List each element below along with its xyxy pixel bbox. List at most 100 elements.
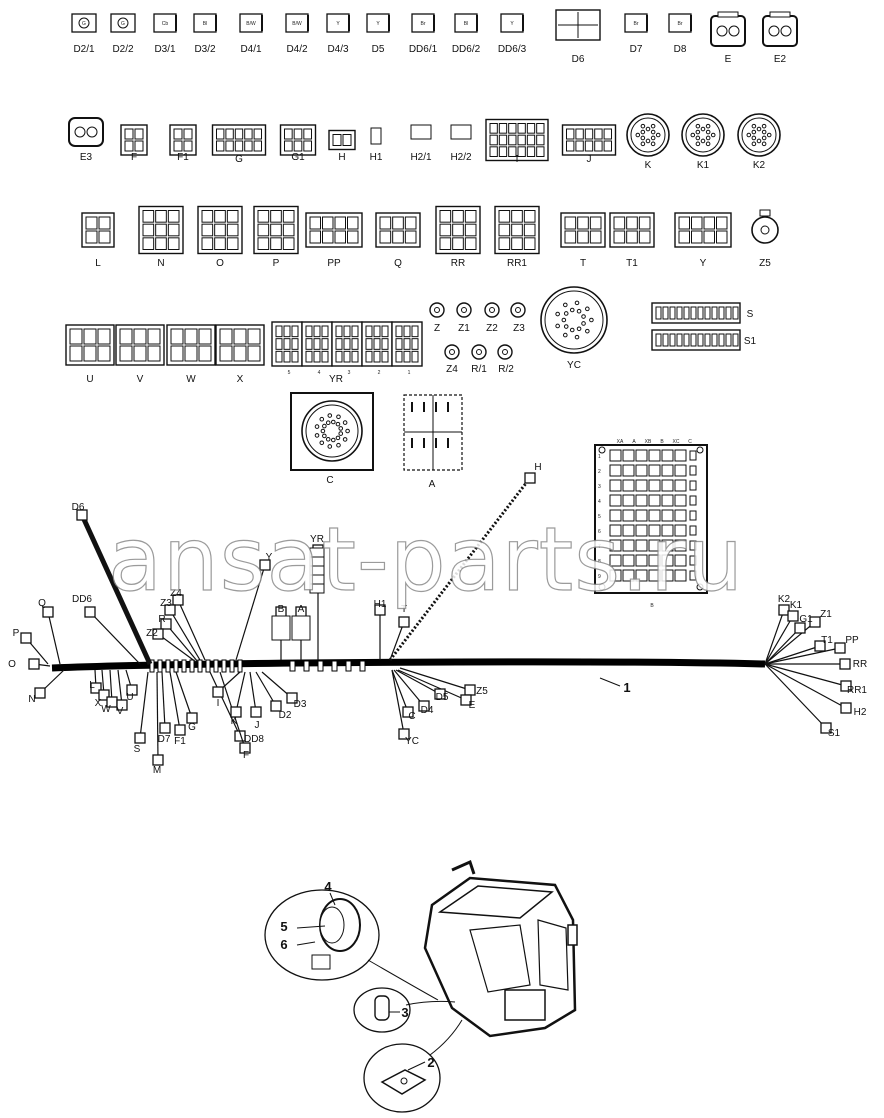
b-row-label: 3 — [598, 484, 601, 490]
pin-grid-pin — [270, 223, 282, 237]
b-fuse — [661, 524, 674, 537]
pin-grid-pin — [247, 328, 261, 345]
branch-connector — [152, 628, 164, 640]
pin-grid — [115, 324, 165, 366]
strip-pin — [725, 306, 732, 320]
round-connector-pin — [751, 135, 757, 141]
branch-connector — [418, 700, 430, 712]
pin-grid-pin — [536, 123, 545, 134]
branch-j: J — [250, 706, 262, 731]
tape-mark — [197, 659, 203, 673]
branch-label: P — [13, 628, 20, 639]
round-connector-pin — [705, 141, 711, 147]
branch-wire — [764, 609, 785, 665]
yr-section-pin — [335, 338, 343, 350]
pin-grid-pin — [523, 210, 536, 223]
branch-wire — [169, 671, 181, 731]
pin-grid-pin — [489, 146, 498, 157]
tape-mark — [173, 659, 179, 673]
connector-code: Y — [336, 21, 340, 27]
branch-connector — [152, 754, 164, 766]
branch-connector — [434, 688, 446, 700]
latch — [769, 11, 791, 18]
pin-grid — [305, 212, 363, 248]
pin — [117, 17, 129, 29]
c-connector-pin — [327, 444, 333, 449]
yr-section-pin — [403, 325, 411, 338]
yr-section-pin — [283, 325, 291, 338]
pin-grid-pin — [452, 210, 464, 223]
b-side — [689, 540, 697, 551]
branch-connector — [809, 616, 821, 628]
sensor-bracket — [311, 954, 331, 970]
branch-e: E — [460, 694, 476, 711]
pin-grid-pin — [526, 123, 536, 134]
branch-connector — [398, 616, 410, 628]
pin-grid-pin — [233, 328, 247, 345]
main-trunk — [51, 658, 766, 672]
connector-code: Bl — [203, 21, 207, 27]
c-connector-pin — [345, 428, 350, 434]
branch-n: N — [28, 687, 46, 705]
connector-label: B — [650, 603, 654, 609]
branch-connector — [402, 706, 414, 718]
connector-g: G — [211, 124, 267, 165]
b-row-label: 9 — [598, 574, 601, 580]
pin — [476, 349, 482, 355]
pin-grid-pin — [498, 146, 508, 157]
tape-mark — [289, 660, 296, 672]
pin-grid-pin — [147, 345, 161, 362]
yr-section-pin — [395, 325, 403, 338]
b-screw — [598, 583, 606, 591]
pin-grid-pin — [270, 237, 282, 250]
branch-label: E — [469, 700, 476, 711]
pin-grid-pin — [309, 230, 321, 244]
connector-label: K — [645, 160, 652, 171]
connector-body — [410, 124, 432, 140]
branch-q: Q — [38, 598, 54, 618]
sensor-face — [319, 906, 345, 944]
branch-label: R — [158, 614, 165, 625]
tape-mark — [303, 660, 310, 672]
yr-section-pin — [313, 350, 321, 363]
pin-grid-pin — [216, 128, 225, 140]
yr-section — [361, 321, 393, 367]
pin-grid-pin — [439, 223, 452, 237]
branch-wire — [235, 671, 246, 713]
pin-grid-pin — [155, 210, 167, 223]
c-connector-pin — [314, 424, 320, 429]
round-connector-pin — [746, 132, 752, 138]
yc-connector-face — [544, 290, 604, 350]
branch-x: X — [95, 689, 110, 709]
round-connector-pin — [650, 123, 656, 129]
b-fuse — [674, 509, 687, 522]
connector-rr: RR — [435, 205, 481, 269]
connector-d2-1: GD2/1 — [71, 13, 97, 55]
branch-connector — [116, 699, 128, 711]
pin-grid-pin — [439, 237, 452, 250]
strip-pin — [718, 306, 725, 320]
branch-k: K — [230, 706, 242, 727]
connector-label: O — [216, 258, 224, 269]
b-col-label: XB — [645, 439, 652, 445]
pin-grid-pin — [309, 216, 321, 230]
strip-pin — [690, 333, 697, 347]
b-fuse — [661, 539, 674, 552]
branch-wire — [165, 623, 199, 663]
pin-grid-pin — [347, 216, 359, 230]
round-connector-pin — [710, 132, 716, 138]
yr-section-pin — [321, 338, 329, 350]
connector-f: F — [120, 124, 148, 163]
branch-label: YR — [310, 534, 324, 545]
branch-connector — [28, 658, 40, 670]
connector-e3: E3 — [68, 117, 104, 163]
branch-label: D5 — [436, 692, 449, 703]
pin-grid-pin — [97, 345, 111, 362]
pin-grid — [169, 124, 197, 156]
pin — [502, 349, 508, 355]
c-connector-pin — [335, 435, 341, 441]
connector-row-1: GD2/1GD2/2CbD3/1BlD3/2B/WD4/1B/WD4/2YD4/… — [71, 9, 798, 65]
pin-grid-pin — [183, 140, 193, 152]
branch-wire — [175, 671, 193, 719]
